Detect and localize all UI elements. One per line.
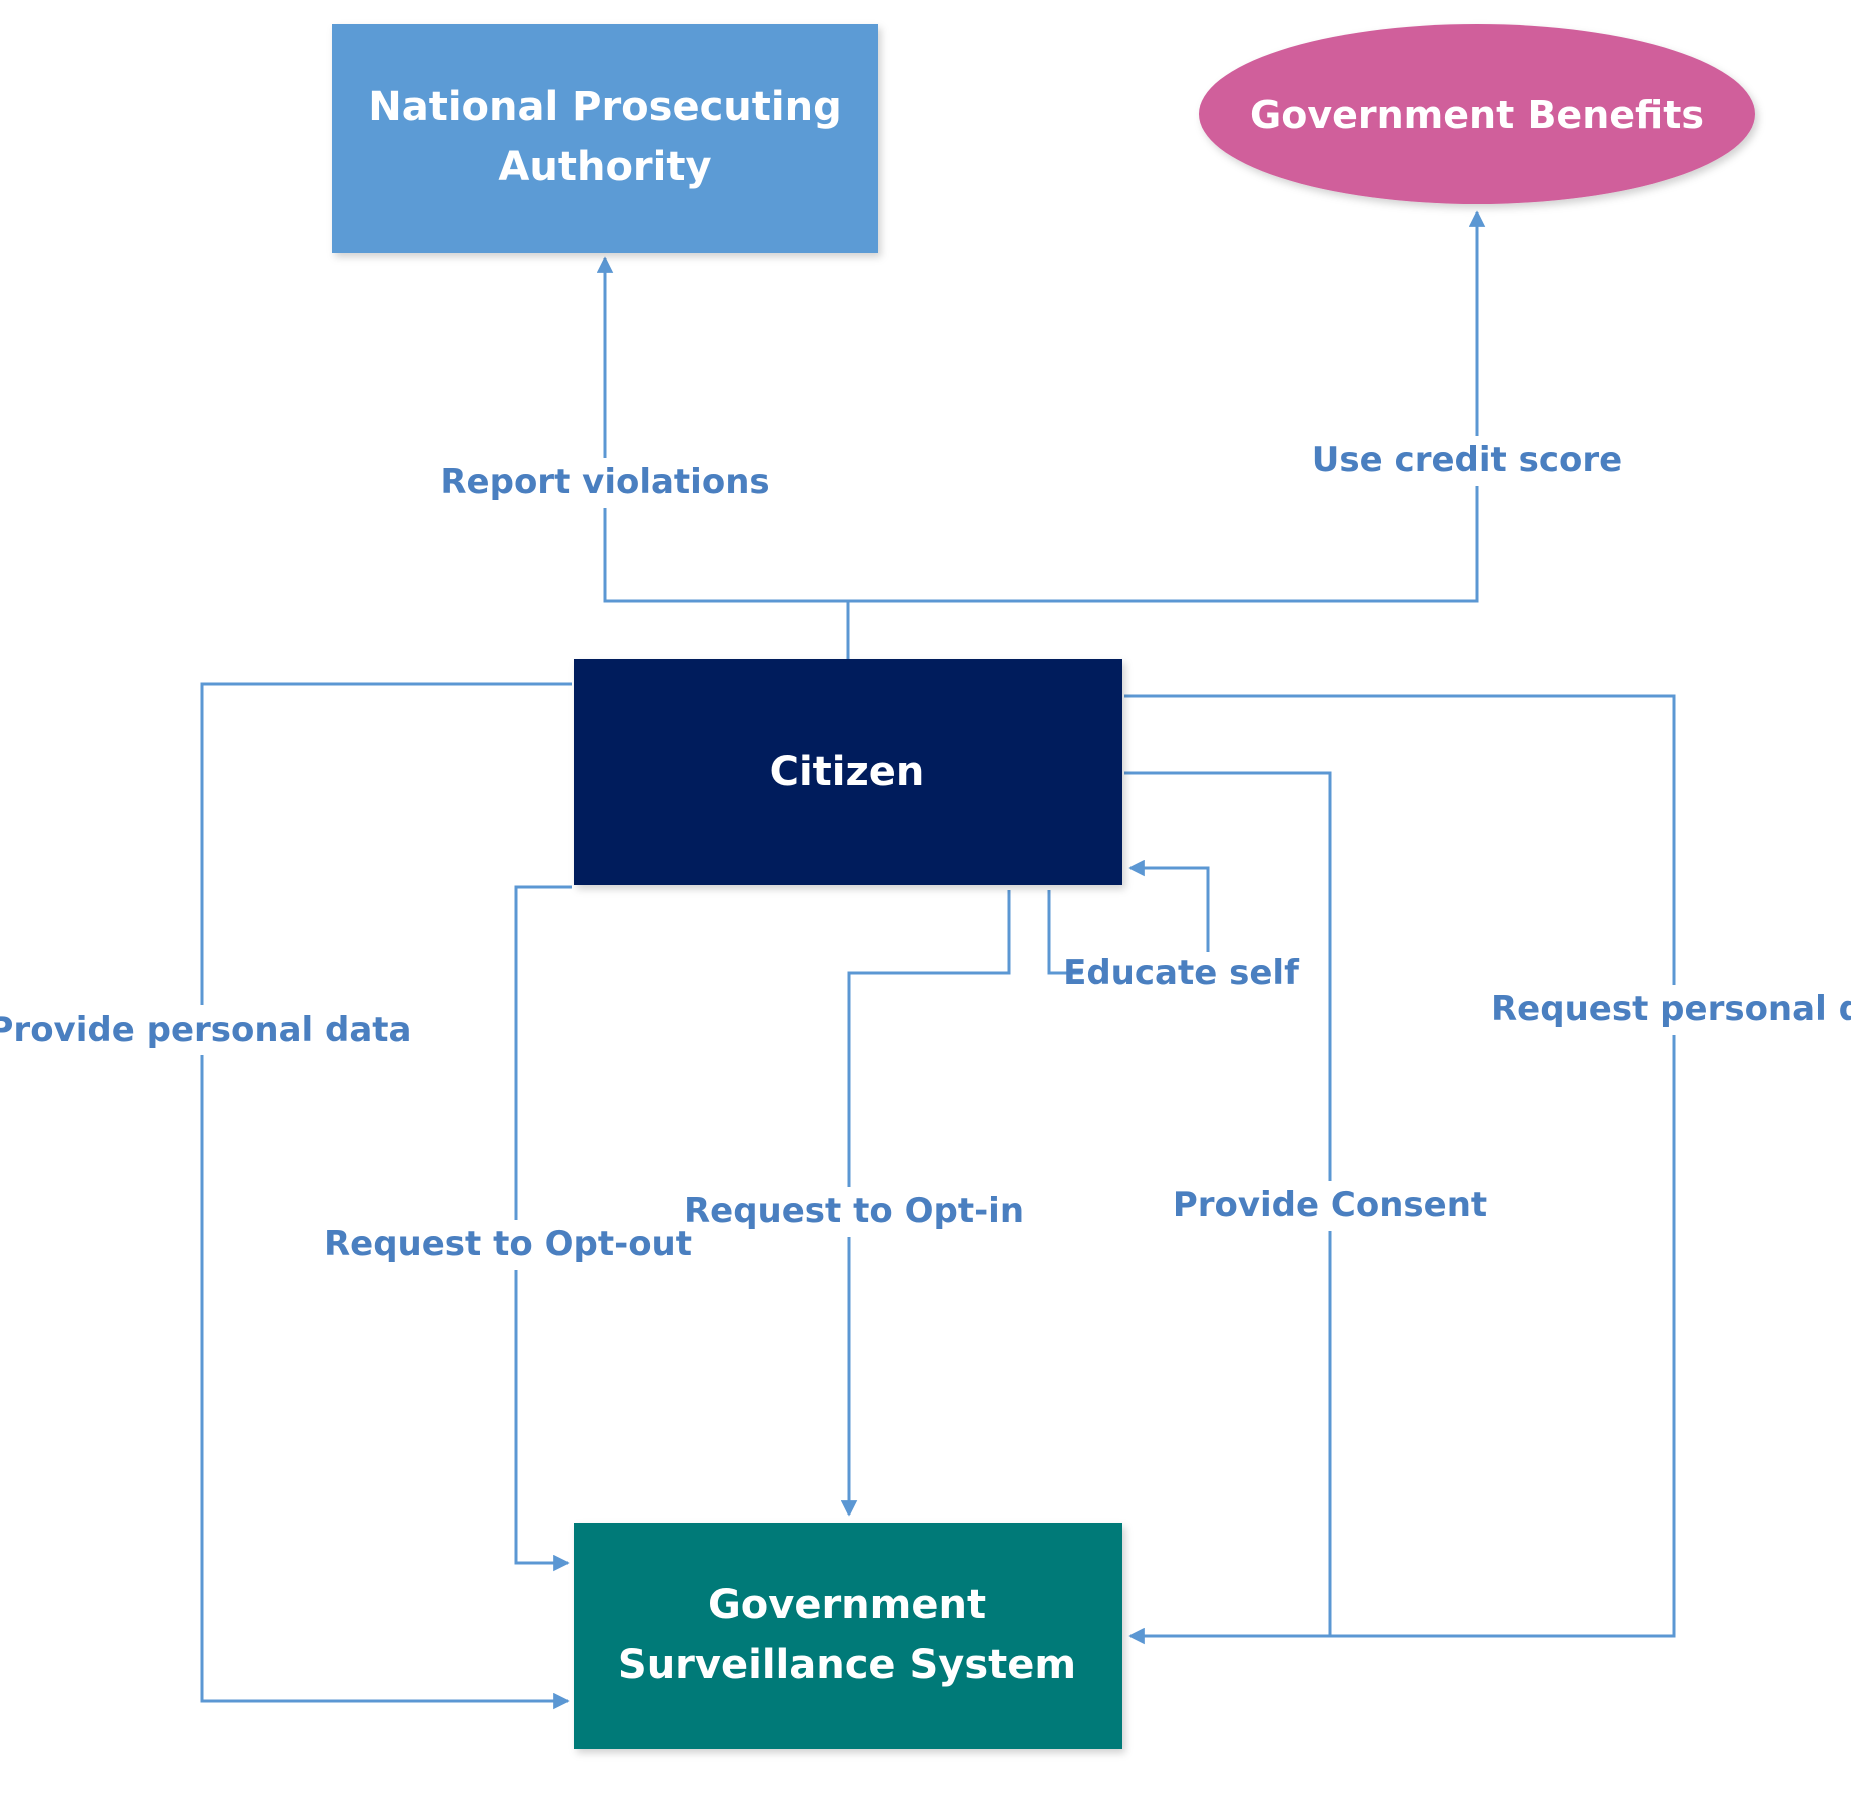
label-request-personal-data: Request personal dat: [1491, 989, 1851, 1029]
npa-label-line2: Authority: [498, 144, 711, 190]
benefits-label: Government Benefits: [1250, 93, 1704, 137]
label-educate-self: Educate self: [1063, 953, 1300, 993]
citizen-box: [574, 659, 1122, 885]
surveillance-label-line2: Surveillance System: [618, 1642, 1076, 1688]
edge-provide-personal-data: [200, 682, 572, 1710]
benefits-ellipse: [1199, 24, 1755, 204]
label-request-opt-in: Request to Opt-in: [684, 1191, 1024, 1231]
surveillance-label-line1: Government: [708, 1582, 986, 1628]
node-citizen[interactable]: Citizen: [574, 659, 1122, 885]
node-national-prosecuting-authority[interactable]: National Prosecuting Authority: [332, 24, 878, 253]
edge-provide-consent: [1124, 771, 1332, 1636]
edge-request-personal-data: [1124, 694, 1676, 1645]
surveillance-box: [574, 1523, 1122, 1749]
edge-report-violations: [596, 256, 850, 660]
label-provide-consent: Provide Consent: [1173, 1185, 1487, 1225]
label-report-violations: Report violations: [440, 462, 769, 502]
npa-box: [332, 24, 878, 253]
edge-use-credit-score: [848, 210, 1486, 603]
node-government-surveillance-system[interactable]: Government Surveillance System: [574, 1523, 1122, 1749]
npa-label-line1: National Prosecuting: [368, 84, 841, 130]
label-request-opt-out: Request to Opt-out: [324, 1224, 692, 1264]
edge-request-opt-in: [840, 890, 1011, 1517]
node-government-benefits[interactable]: Government Benefits: [1199, 24, 1755, 204]
citizen-label: Citizen: [770, 749, 925, 795]
label-provide-personal-data: Provide personal data: [0, 1010, 411, 1050]
label-use-credit-score: Use credit score: [1312, 440, 1622, 480]
